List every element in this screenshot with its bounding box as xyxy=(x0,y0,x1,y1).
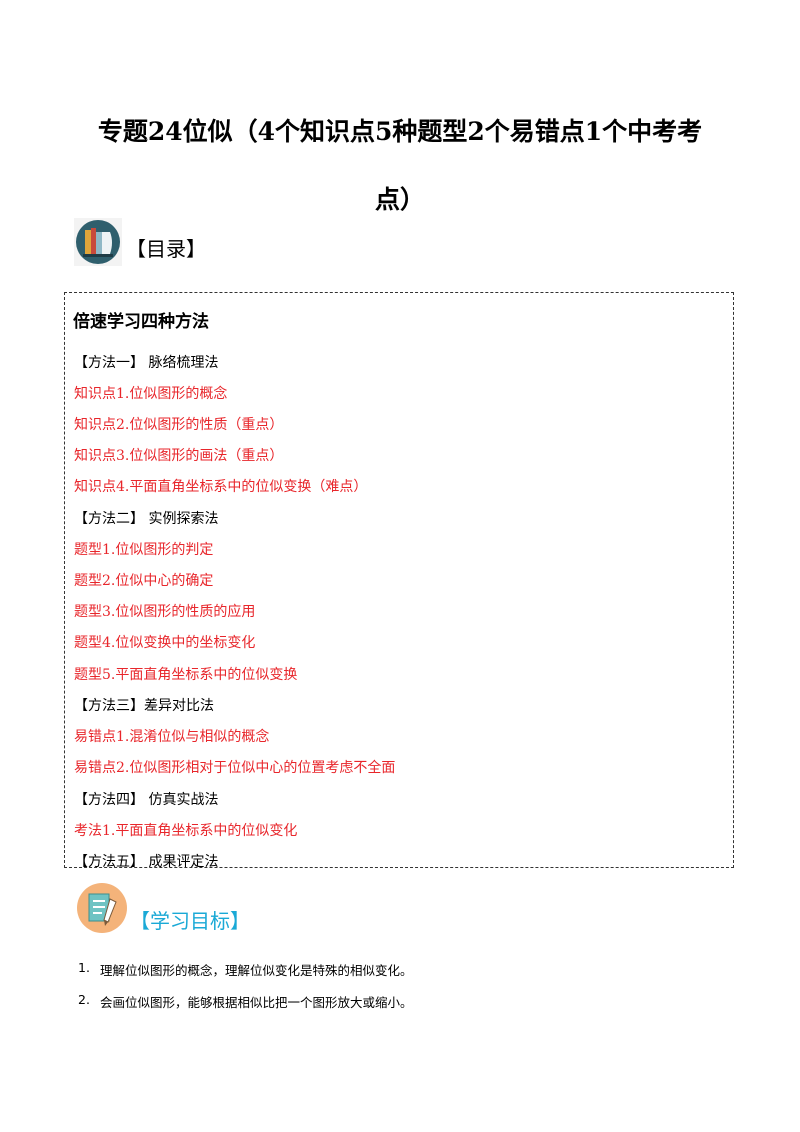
toc-item[interactable]: 知识点4.平面直角坐标系中的位似变换（难点） xyxy=(74,479,368,495)
list-item: 1. 理解位似图形的概念，理解位似变化是特殊的相似变化。 xyxy=(78,960,413,992)
toc-item[interactable]: 易错点1.混淆位似与相似的概念 xyxy=(74,729,270,745)
goal-text: 会画位似图形，能够根据相似比把一个图形放大或缩小。 xyxy=(100,995,413,1010)
toc-item[interactable]: 知识点3.位似图形的画法（重点） xyxy=(74,448,284,464)
toc-item[interactable]: 题型4.位似变换中的坐标变化 xyxy=(74,635,256,651)
learning-goals-title: 【学习目标】 xyxy=(130,908,250,933)
toc-method-3[interactable]: 【方法三】差异对比法 xyxy=(74,698,214,714)
toc-method-5[interactable]: 【方法五】 成果评定法 xyxy=(74,854,219,870)
toc-header: 【目录】 xyxy=(74,218,206,266)
goal-text: 理解位似图形的概念，理解位似变化是特殊的相似变化。 xyxy=(100,963,413,978)
toc-method-1[interactable]: 【方法一】 脉络梳理法 xyxy=(74,355,219,371)
toc-heading: 倍速学习四种方法 xyxy=(73,312,209,332)
title-line-1: 专题24位似（4个知识点5种题型2个易错点1个中考考 xyxy=(97,117,703,146)
learning-goals-header: 【学习目标】 xyxy=(76,882,250,934)
learning-goals-list: 1. 理解位似图形的概念，理解位似变化是特殊的相似变化。 2. 会画位似图形，能… xyxy=(78,960,413,1024)
toc-item[interactable]: 题型3.位似图形的性质的应用 xyxy=(74,604,256,620)
toc-item[interactable]: 考法1.平面直角坐标系中的位似变化 xyxy=(74,823,298,839)
toc-method-2[interactable]: 【方法二】 实例探索法 xyxy=(74,511,219,527)
toc-item[interactable]: 题型1.位似图形的判定 xyxy=(74,542,214,558)
notebook-pencil-icon xyxy=(77,883,127,933)
toc-item[interactable]: 知识点1.位似图形的概念 xyxy=(74,386,228,402)
page-title: 专题24位似（4个知识点5种题型2个易错点1个中考考 点） xyxy=(70,98,730,234)
books-icon xyxy=(74,218,122,266)
toc-item[interactable]: 易错点2.位似图形相对于位似中心的位置考虑不全面 xyxy=(74,760,396,776)
list-number: 1. xyxy=(78,960,90,975)
toc-item[interactable]: 知识点2.位似图形的性质（重点） xyxy=(74,417,284,433)
toc-box: 倍速学习四种方法 【方法一】 脉络梳理法 知识点1.位似图形的概念 知识点2.位… xyxy=(64,292,734,870)
toc-title: 【目录】 xyxy=(126,237,206,261)
toc-item[interactable]: 题型2.位似中心的确定 xyxy=(74,573,214,589)
toc-method-4[interactable]: 【方法四】 仿真实战法 xyxy=(74,792,219,808)
list-number: 2. xyxy=(78,992,90,1007)
toc-item[interactable]: 题型5.平面直角坐标系中的位似变换 xyxy=(74,667,298,683)
list-item: 2. 会画位似图形，能够根据相似比把一个图形放大或缩小。 xyxy=(78,992,413,1024)
title-line-2: 点） xyxy=(374,185,425,214)
